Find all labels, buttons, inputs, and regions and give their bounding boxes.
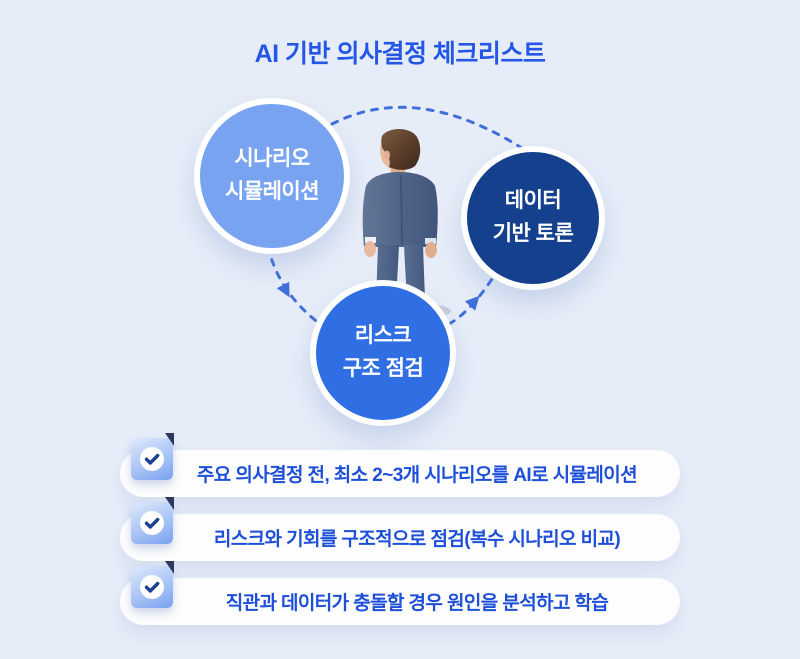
arc-scenario-to-risk xyxy=(266,244,322,326)
node-label-line: 구조 점검 xyxy=(342,357,424,380)
jacket-highlight xyxy=(366,185,377,245)
arrowhead-to-data xyxy=(464,295,480,311)
check-glyph xyxy=(140,511,164,535)
node-label-line: 기반 토론 xyxy=(492,222,574,245)
node-label-line: 시나리오 xyxy=(234,147,310,171)
hand-right xyxy=(425,242,437,258)
node-risk-structure-check: 리스크 구조 점검 xyxy=(310,280,456,426)
node-label-line: 시뮬레이션 xyxy=(224,180,320,203)
shirt-cuff-right xyxy=(425,238,436,244)
checklist-item: 주요 의사결정 전, 최소 2~3개 시나리오를 AI로 시뮬레이션 xyxy=(120,450,680,497)
checklist-item-text: 직관과 데이터가 충돌할 경우 원인을 분석하고 학습 xyxy=(225,593,609,614)
check-icon xyxy=(131,497,174,544)
hair xyxy=(381,129,421,170)
checklist-item: 직관과 데이터가 충돌할 경우 원인을 분석하고 학습 xyxy=(120,578,680,625)
check-glyph xyxy=(140,575,164,599)
ear xyxy=(384,150,390,160)
node-label-line: 데이터 xyxy=(504,189,562,213)
check-icon xyxy=(131,561,174,608)
fold-corner xyxy=(165,497,174,510)
arc-risk-to-data xyxy=(447,277,494,326)
fold-corner xyxy=(165,433,174,446)
checklist-item: 리스크와 기회를 구조적으로 점검(복수 시나리오 비교) xyxy=(120,514,680,561)
node-data-based-discussion: 데이터 기반 토론 xyxy=(461,146,605,290)
node-scenario-simulation: 시나리오 시뮬레이션 xyxy=(194,98,350,254)
node-label-line: 리스크 xyxy=(354,324,412,348)
fold-corner xyxy=(165,561,174,574)
checklist-item-text: 리스크와 기회를 구조적으로 점검(복수 시나리오 비교) xyxy=(213,529,621,550)
page-title: AI 기반 의사결정 체크리스트 xyxy=(254,40,546,68)
suit-jacket xyxy=(362,172,438,247)
arrowhead-to-risk xyxy=(276,281,290,298)
shirt-cuff-left xyxy=(365,237,376,243)
checklist-item-text: 주요 의사결정 전, 최소 2~3개 시나리오를 AI로 시뮬레이션 xyxy=(196,465,638,486)
check-glyph xyxy=(140,447,164,471)
check-icon xyxy=(131,433,174,480)
hand-left xyxy=(364,241,376,257)
jacket-seam xyxy=(400,174,403,246)
